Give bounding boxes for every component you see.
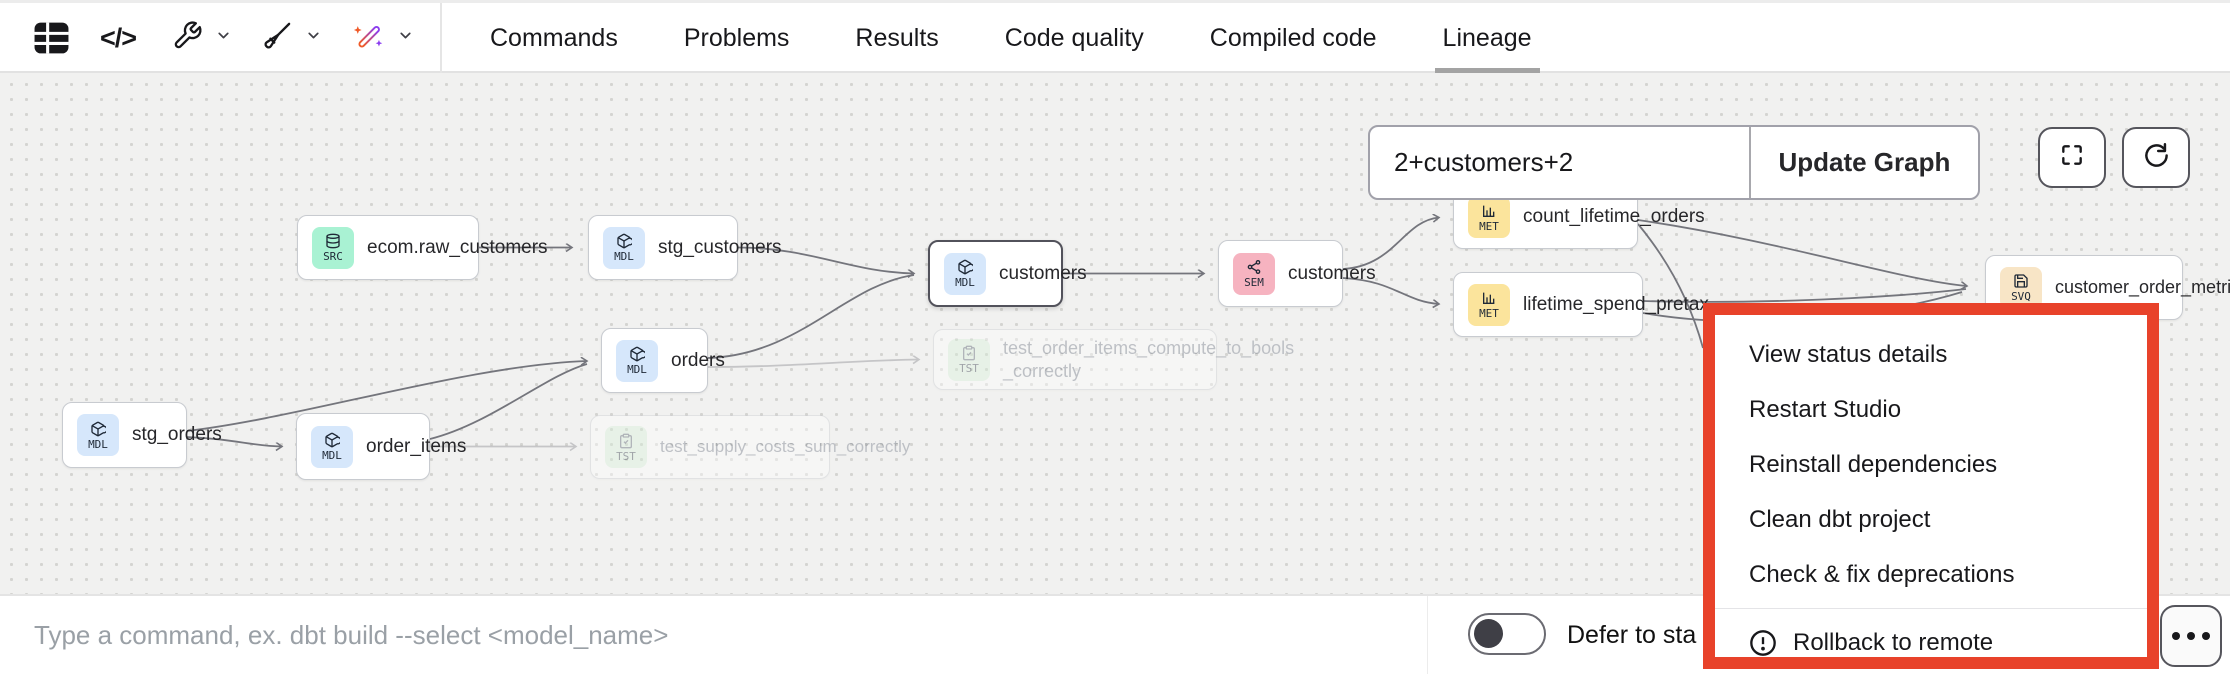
badge-label: MDL: [614, 250, 634, 263]
node-label: orders: [671, 349, 725, 371]
status-context-menu: View status details Restart Studio Reins…: [1703, 303, 2159, 669]
menu-item-check-fix-deprecations[interactable]: Check & fix deprecations: [1749, 560, 2015, 588]
tab-lineage[interactable]: Lineage: [1434, 3, 1540, 73]
badge-label: MDL: [322, 449, 342, 462]
tab-compiled-code[interactable]: Compiled code: [1209, 23, 1377, 52]
table-grid-icon[interactable]: [33, 3, 70, 73]
badge-label: MET: [1479, 307, 1499, 320]
test-badge: TST: [948, 338, 990, 381]
node-src-raw-customers[interactable]: SRC ecom.raw_customers: [297, 215, 548, 280]
menu-item-reinstall-dependencies[interactable]: Reinstall dependencies: [1749, 450, 1998, 478]
defer-toggle[interactable]: [1468, 613, 1546, 655]
badge-label: MDL: [627, 363, 647, 376]
badge-label: SRC: [323, 250, 343, 263]
node-test-order-items[interactable]: TST test_order_items_compute_to_bools_co…: [933, 329, 1294, 390]
badge-label: SVQ: [2011, 290, 2031, 303]
badge-label: TST: [959, 362, 979, 375]
toggle-knob: [1474, 619, 1503, 648]
node-customers-model[interactable]: MDL customers: [928, 240, 1087, 307]
selector-divider: [1748, 127, 1751, 198]
source-badge: SRC: [312, 226, 354, 269]
code-icon[interactable]: </>: [100, 22, 137, 53]
node-customers-semantic[interactable]: SEM customers: [1218, 240, 1376, 307]
model-badge: MDL: [77, 414, 119, 456]
menu-separator: [1715, 608, 2147, 609]
menu-list: View status details Restart Studio Reins…: [1715, 315, 2147, 670]
magic-wand-menu-button[interactable]: [352, 3, 414, 73]
metric-badge: MET: [1468, 196, 1510, 238]
chevron-down-icon: [397, 27, 414, 49]
wrench-icon: [172, 20, 203, 56]
chevron-down-icon: [305, 27, 322, 49]
ellipsis-icon: [2172, 632, 2180, 640]
node-label: stg_orders: [132, 424, 222, 446]
badge-label: SEM: [1244, 276, 1264, 289]
saved-query-badge: SVQ: [2000, 266, 2042, 309]
refresh-button[interactable]: [2122, 127, 2190, 188]
alert-circle-icon: [1749, 629, 1777, 657]
tab-problems[interactable]: Problems: [683, 23, 790, 52]
node-orders[interactable]: MDL orders: [601, 328, 725, 393]
menu-item-rollback-to-remote[interactable]: Rollback to remote: [1715, 615, 2147, 670]
node-label: count_lifetime_orders: [1523, 206, 1705, 228]
node-label: test_supply_costs_sum_correctly: [660, 437, 911, 457]
model-badge: MDL: [311, 425, 353, 468]
node-stg-orders[interactable]: MDL stg_orders: [62, 402, 222, 468]
menu-item-view-status-details[interactable]: View status details: [1749, 340, 1948, 368]
fullscreen-icon: [2059, 142, 2085, 173]
badge-label: TST: [616, 449, 636, 463]
broom-menu-button[interactable]: [262, 3, 322, 73]
tab-bar: Commands Problems Results Code quality C…: [490, 3, 1540, 73]
model-badge: MDL: [616, 339, 658, 382]
tab-code-quality[interactable]: Code quality: [1004, 23, 1144, 52]
wrench-menu-button[interactable]: [172, 3, 232, 73]
node-label: customers: [1288, 262, 1376, 284]
selector-input[interactable]: [1370, 127, 1749, 198]
node-label: lifetime_spend_pretax: [1523, 293, 1709, 315]
model-badge: MDL: [603, 226, 645, 269]
node-label: ecom.raw_customers: [367, 236, 548, 258]
tab-commands[interactable]: Commands: [490, 23, 618, 52]
node-stg-customers[interactable]: MDL stg_customers: [588, 215, 782, 280]
fullscreen-button[interactable]: [2038, 127, 2106, 188]
model-badge: MDL: [944, 252, 986, 295]
node-label: order_items: [366, 435, 467, 457]
badge-label: MDL: [88, 437, 108, 451]
test-badge: TST: [605, 426, 647, 468]
node-lifetime-spend-pretax[interactable]: MET lifetime_spend_pretax: [1453, 272, 1709, 337]
more-options-button[interactable]: [2160, 605, 2222, 667]
node-order-items[interactable]: MDL order_items: [296, 413, 466, 480]
toolbar-divider: [440, 3, 442, 73]
top-toolbar: </> Commands P: [0, 0, 2230, 73]
node-label: customer_order_metrics: [2055, 277, 2230, 298]
tab-results[interactable]: Results: [855, 23, 939, 52]
node-label: test_order_items_compute_to_bools_correc…: [1003, 338, 1295, 381]
command-bar-divider: [1427, 596, 1428, 674]
menu-item-label: Rollback to remote: [1793, 628, 1994, 656]
magic-wand-icon: [352, 19, 385, 57]
chevron-down-icon: [215, 27, 232, 49]
refresh-icon: [2143, 142, 2170, 174]
node-label: customers: [999, 262, 1087, 284]
broom-icon: [262, 20, 293, 56]
metric-badge: MET: [1468, 283, 1510, 326]
lineage-selector: Update Graph: [1368, 125, 1980, 200]
node-test-supply-costs[interactable]: TST test_supply_costs_sum_correctly: [590, 415, 910, 479]
defer-label: Defer to sta: [1567, 620, 1697, 649]
command-input[interactable]: [34, 596, 1404, 674]
menu-item-restart-studio[interactable]: Restart Studio: [1749, 395, 1902, 423]
semantic-badge: SEM: [1233, 252, 1275, 295]
node-label: stg_customers: [658, 236, 782, 258]
badge-label: MET: [1479, 219, 1499, 233]
update-graph-button[interactable]: Update Graph: [1778, 147, 1951, 177]
badge-label: MDL: [955, 276, 975, 289]
menu-item-clean-dbt-project[interactable]: Clean dbt project: [1749, 505, 1931, 533]
